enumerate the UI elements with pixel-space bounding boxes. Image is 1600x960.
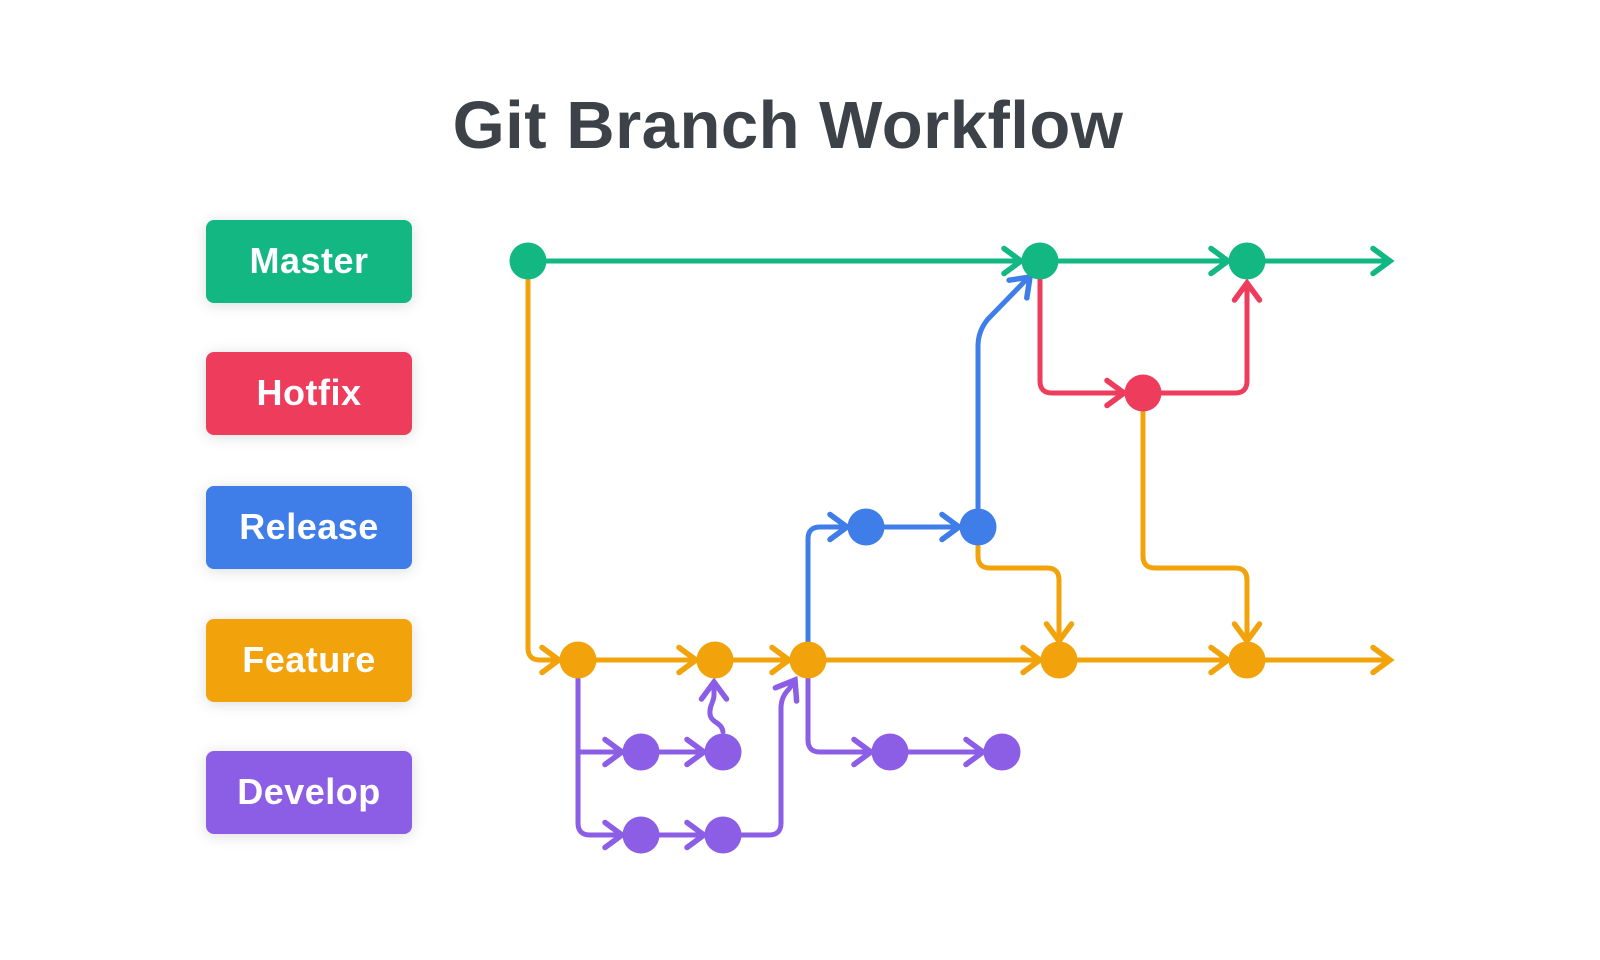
commit-node-develop-c1	[871, 733, 909, 771]
legend-item-hotfix: Hotfix	[206, 351, 412, 435]
arrow-master-line-end	[1370, 245, 1395, 277]
edge-branch-feature-to-develop-c	[805, 676, 874, 755]
commit-node-feature-1	[559, 641, 597, 679]
commit-node-develop-b1	[622, 816, 660, 854]
arrow-into-feature-2	[676, 644, 701, 676]
commit-node-release-1	[847, 508, 885, 546]
arrow-feature-line-end	[1370, 644, 1395, 676]
arrow-release-into-f4	[1043, 621, 1075, 646]
arrow-into-feature-1	[539, 644, 564, 676]
arrow-into-develop-b1	[602, 819, 627, 851]
commit-node-feature-2	[696, 641, 734, 679]
legend-item-develop: Develop	[206, 750, 412, 834]
edge-merge-develop-b-into-feature	[720, 683, 794, 838]
arrow-into-master-3	[1208, 245, 1233, 277]
edge-merge-hotfix-into-master	[1159, 281, 1250, 396]
commit-node-release-2	[959, 508, 997, 546]
commit-node-feature-4	[1040, 641, 1078, 679]
commit-node-master-1	[509, 242, 547, 280]
arrow-into-release-1	[827, 511, 852, 543]
edge-merge-release-into-master	[975, 277, 1029, 511]
arrow-release-into-master	[1006, 273, 1034, 301]
commit-node-feature-5	[1228, 641, 1266, 679]
edge-branch-feature-to-develop	[575, 676, 625, 838]
arrow-into-feature-4	[1020, 644, 1045, 676]
commit-node-develop-a1	[622, 733, 660, 771]
edge-branch-feature-to-release	[805, 524, 850, 644]
legend-label-release: Release	[239, 506, 379, 547]
edge-merge-release-into-feature	[975, 543, 1062, 643]
commit-node-hotfix-1	[1124, 374, 1162, 412]
legend-item-master: Master	[206, 219, 412, 303]
arrow-into-hotfix-1	[1104, 377, 1129, 409]
legend-item-feature: Feature	[206, 618, 412, 702]
arrow-into-master-2	[1001, 245, 1026, 277]
arrow-into-develop-a1	[602, 736, 627, 768]
arrow-into-develop-c1	[851, 736, 876, 768]
arrow-into-feature-3	[769, 644, 794, 676]
arrow-into-develop-b2	[684, 819, 709, 851]
edge-merge-develop-a-into-feature	[707, 683, 726, 735]
legend-label-master: Master	[249, 240, 369, 281]
edge-branch-master-to-feature	[525, 277, 562, 663]
legend-label-feature: Feature	[242, 639, 376, 680]
commit-node-develop-c2	[983, 733, 1021, 771]
arrow-into-release-2	[939, 511, 964, 543]
page-title: Git Branch Workflow	[452, 88, 1124, 163]
arrow-develop-a-into-f2	[698, 677, 730, 702]
legend-item-release: Release	[206, 485, 412, 569]
commit-node-develop-a2	[704, 733, 742, 771]
arrow-into-feature-5	[1208, 644, 1233, 676]
arrow-hotfix-into-f5	[1231, 621, 1263, 646]
edge-merge-hotfix-into-feature	[1140, 409, 1250, 643]
commit-node-master-2	[1021, 242, 1059, 280]
legend-label-hotfix: Hotfix	[256, 372, 362, 413]
arrow-into-develop-c2	[963, 736, 988, 768]
arrow-develop-b-into-f3	[772, 676, 800, 704]
edge-branch-master-to-hotfix	[1037, 277, 1127, 396]
commit-node-develop-b2	[704, 816, 742, 854]
arrow-into-develop-a2	[684, 736, 709, 768]
commit-node-master-3	[1228, 242, 1266, 280]
commit-node-feature-3	[789, 641, 827, 679]
legend-label-develop: Develop	[237, 771, 381, 812]
arrow-hotfix-into-master	[1231, 278, 1263, 303]
